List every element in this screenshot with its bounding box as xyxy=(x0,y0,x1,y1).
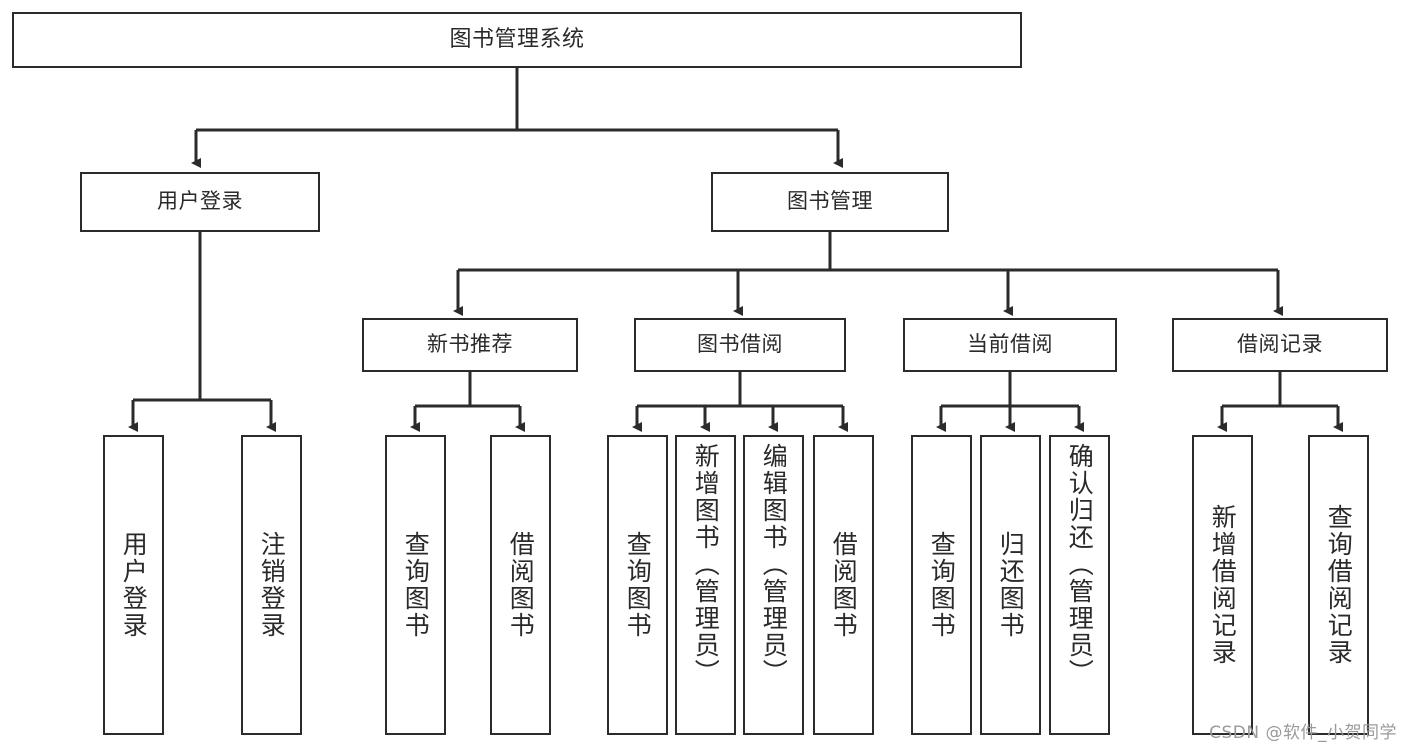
node-label: 查询图书 xyxy=(623,531,653,639)
node-label: 用户登录 xyxy=(157,189,243,214)
node-borrow-record[interactable]: 借阅记录 xyxy=(1172,318,1388,372)
node-root-system[interactable]: 图书管理系统 xyxy=(12,12,1022,68)
leaf-record-query-record[interactable]: 查询借阅记录 xyxy=(1308,435,1369,735)
leaf-borrow-edit-book-admin[interactable]: 编辑图书（管理员） xyxy=(743,435,804,735)
node-label: 查询图书 xyxy=(401,531,431,639)
node-label: 确认归还（管理员） xyxy=(1065,443,1095,686)
node-new-book-recommend[interactable]: 新书推荐 xyxy=(362,318,578,372)
watermark-text: CSDN @软件_小贺同学 xyxy=(1209,723,1397,743)
node-book-management[interactable]: 图书管理 xyxy=(711,172,949,232)
node-book-borrow[interactable]: 图书借阅 xyxy=(634,318,846,372)
node-label: 归还图书 xyxy=(996,531,1026,639)
leaf-record-add-record[interactable]: 新增借阅记录 xyxy=(1192,435,1253,735)
node-current-borrow[interactable]: 当前借阅 xyxy=(903,318,1117,372)
node-label: 图书管理 xyxy=(787,189,873,214)
node-label: 借阅图书 xyxy=(829,531,859,639)
leaf-user-login-signin[interactable]: 用户登录 xyxy=(103,435,164,735)
node-label: 借阅记录 xyxy=(1237,332,1323,357)
node-label: 新书推荐 xyxy=(427,332,513,357)
leaf-new-book-query[interactable]: 查询图书 xyxy=(385,435,446,735)
node-label: 用户登录 xyxy=(119,531,149,639)
node-label: 查询图书 xyxy=(927,531,957,639)
node-label: 图书借阅 xyxy=(697,332,783,357)
leaf-borrow-borrow-book[interactable]: 借阅图书 xyxy=(813,435,874,735)
node-label: 新增图书（管理员） xyxy=(691,443,721,686)
node-label: 当前借阅 xyxy=(967,332,1053,357)
node-label: 编辑图书（管理员） xyxy=(759,443,789,686)
node-label: 新增借阅记录 xyxy=(1208,504,1238,666)
leaf-borrow-query-book[interactable]: 查询图书 xyxy=(607,435,668,735)
leaf-user-login-signout[interactable]: 注销登录 xyxy=(241,435,302,735)
leaf-borrow-add-book-admin[interactable]: 新增图书（管理员） xyxy=(675,435,736,735)
leaf-new-book-borrow[interactable]: 借阅图书 xyxy=(490,435,551,735)
node-user-login[interactable]: 用户登录 xyxy=(80,172,320,232)
node-label: 借阅图书 xyxy=(506,531,536,639)
leaf-current-confirm-return-admin[interactable]: 确认归还（管理员） xyxy=(1049,435,1110,735)
node-label: 图书管理系统 xyxy=(449,26,585,52)
leaf-current-query-book[interactable]: 查询图书 xyxy=(911,435,972,735)
node-label: 注销登录 xyxy=(257,531,287,639)
node-label: 查询借阅记录 xyxy=(1324,504,1354,666)
leaf-current-return-book[interactable]: 归还图书 xyxy=(980,435,1041,735)
